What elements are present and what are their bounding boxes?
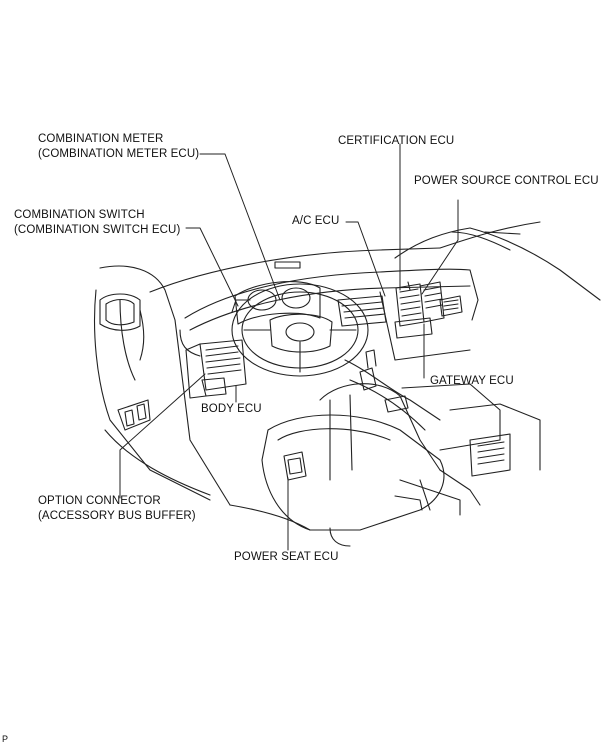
driver-seat [261,383,461,547]
body-ecu-label: BODY ECU [201,402,262,417]
ecu-cluster [395,281,445,327]
combination-meter-label: COMBINATION METER (COMBINATION METER ECU… [38,132,199,162]
power-source-control-ecu-label: POWER SOURCE CONTROL ECU [414,174,599,189]
steering-wheel [231,281,369,377]
left-door-outline [93,265,231,506]
leader-lines [119,143,459,551]
power-source-control-ecu-text: POWER SOURCE CONTROL ECU [414,175,599,187]
combination-switch-line1: COMBINATION SWITCH [14,209,145,221]
ac-ecu-label: A/C ECU [292,214,339,229]
combination-switch-label: COMBINATION SWITCH (COMBINATION SWITCH E… [14,208,180,238]
gateway-ecu-label: GATEWAY ECU [430,374,514,389]
combination-meter-line2: (COMBINATION METER ECU) [38,148,200,160]
corner-mark: P [2,734,9,744]
body-ecu-text: BODY ECU [201,403,262,415]
power-seat-ecu-label: POWER SEAT ECU [234,550,339,565]
option-connector-line1: OPTION CONNECTOR [38,495,161,507]
option-connector-line2: (ACCESSORY BUS BUFFER) [38,510,196,522]
passenger-area [401,383,541,477]
ac-ecu-text: A/C ECU [292,215,340,227]
side-mirror [99,293,141,331]
floor-lines [229,469,481,531]
certification-ecu-label: CERTIFICATION ECU [338,134,454,149]
center-console [344,349,441,431]
option-connector-label: OPTION CONNECTOR (ACCESSORY BUS BUFFER) [38,494,196,524]
combination-switch-line2: (COMBINATION SWITCH ECU) [14,224,181,236]
gateway-ecu-text: GATEWAY ECU [430,375,514,387]
certification-ecu-text: CERTIFICATION ECU [338,135,455,147]
power-seat-ecu-text: POWER SEAT ECU [234,551,339,563]
dashboard-outline [179,261,479,361]
combination-meter-line1: COMBINATION METER [38,133,164,145]
